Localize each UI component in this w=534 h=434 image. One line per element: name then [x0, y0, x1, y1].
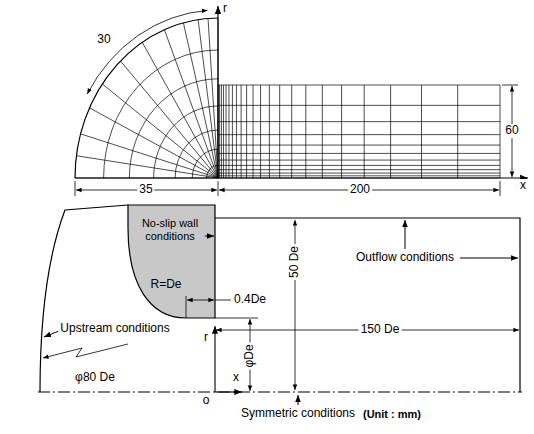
dimension-value: 150 De	[359, 323, 402, 337]
diameter-leader	[43, 344, 128, 358]
mesh-line	[279, 85, 280, 178]
dimension-value: 200	[348, 183, 372, 197]
mesh-line	[154, 106, 218, 178]
domain-boundary	[215, 218, 520, 392]
axis-label: r	[221, 2, 229, 16]
axis-label: r	[202, 331, 210, 345]
dimension-line	[187, 300, 214, 301]
mesh-line	[232, 85, 233, 178]
unit-note: (Unit : mm)	[361, 408, 423, 421]
mesh-line	[218, 165, 500, 166]
extension-line	[502, 85, 518, 86]
mesh-line	[218, 153, 500, 154]
mesh-line	[291, 85, 292, 178]
mesh-line	[221, 85, 222, 178]
mesh-line	[207, 165, 218, 178]
mesh-line	[218, 173, 500, 174]
mesh-line	[260, 85, 261, 178]
axis-label: x	[231, 371, 241, 385]
mesh-line	[219, 85, 220, 178]
boundary-label: Outflow conditions	[354, 251, 456, 265]
mesh-line	[198, 20, 218, 178]
leader-arrow	[405, 220, 406, 249]
dimension-value: 30	[95, 33, 112, 47]
mesh-line	[457, 85, 458, 178]
nozzle-wall	[128, 205, 215, 318]
extension-line	[500, 181, 501, 196]
axis-label: o	[201, 394, 212, 408]
dimension-value: φDe	[243, 342, 257, 369]
mesh-line	[175, 130, 218, 178]
boundary-label: No-slip wall conditions	[135, 217, 205, 242]
r-axis	[214, 326, 215, 392]
extension-line	[75, 181, 76, 196]
mesh-line	[241, 85, 242, 178]
dimension-value: 35	[137, 183, 154, 197]
mesh-line	[218, 145, 500, 146]
extension-line	[215, 318, 258, 319]
extension-line	[215, 300, 231, 301]
extension-line	[186, 296, 187, 318]
axis-label: x	[518, 179, 528, 193]
mesh-line	[322, 85, 323, 178]
mesh-line	[218, 121, 500, 122]
dimension-value: 60	[503, 124, 520, 138]
mesh-line	[341, 85, 342, 178]
mesh-line	[218, 105, 500, 106]
mesh-line	[76, 156, 218, 178]
mesh-line	[228, 85, 229, 178]
mesh-line	[218, 160, 500, 161]
mesh-line	[223, 85, 224, 178]
mesh-line	[218, 85, 500, 86]
mesh-line	[104, 50, 218, 178]
mesh-line	[208, 18, 218, 178]
symmetry-axis	[38, 392, 522, 393]
mesh-line	[364, 85, 365, 178]
dimension-value: R=De	[148, 278, 183, 292]
dimension-value: 50 De	[288, 244, 302, 280]
extension-line	[218, 181, 219, 196]
mesh-line	[129, 79, 218, 178]
x-axis	[75, 177, 528, 178]
mesh-line	[500, 85, 501, 178]
arc-dimension	[87, 10, 207, 94]
mesh-line	[75, 18, 218, 178]
leader-arrow	[298, 395, 299, 405]
leader-arrow	[460, 258, 518, 259]
computational-mesh	[75, 18, 500, 178]
mesh-line	[253, 85, 254, 178]
mesh-line	[102, 84, 218, 178]
r-axis	[217, 6, 218, 178]
mesh-line	[218, 169, 500, 170]
leader-arrow	[205, 236, 214, 237]
mesh-line	[305, 85, 306, 178]
mesh-line	[421, 85, 422, 178]
mesh-line	[269, 85, 270, 178]
mesh-line	[236, 85, 237, 178]
x-axis	[215, 391, 242, 392]
mesh-line	[192, 149, 218, 178]
dimension-value: φ80 De	[73, 371, 117, 385]
boundary-label: Symmetric conditions	[239, 407, 357, 421]
mesh-line	[390, 85, 391, 178]
dimension-value: 0.4De	[232, 293, 268, 307]
leader-arrow	[44, 331, 59, 337]
mesh-line	[218, 134, 500, 135]
upstream-boundary	[40, 205, 128, 392]
mesh-line	[218, 175, 500, 176]
mesh-line	[120, 61, 218, 178]
mesh-line	[246, 85, 247, 178]
mesh-line	[226, 85, 227, 178]
boundary-label: Upstream conditions	[58, 322, 171, 336]
